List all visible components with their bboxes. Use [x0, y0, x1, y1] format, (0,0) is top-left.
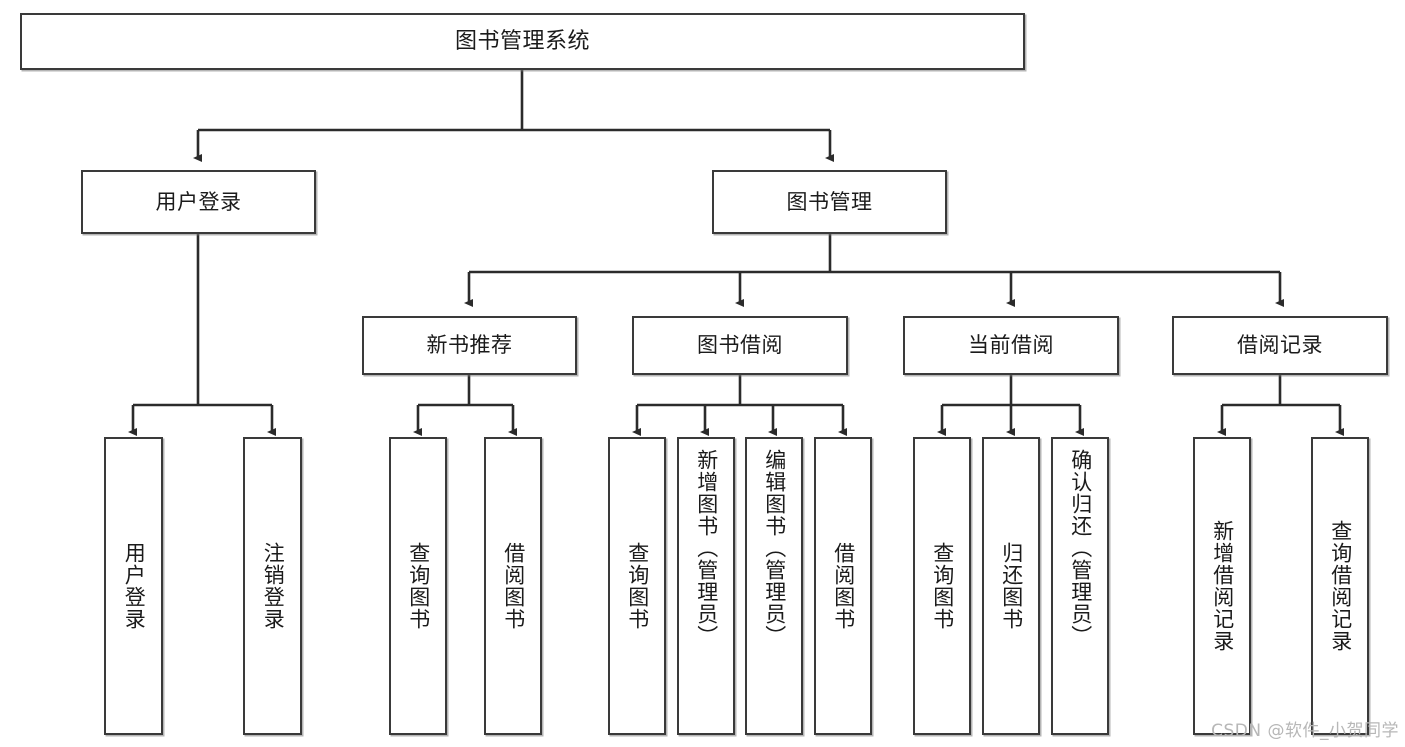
leaf-user-login-logout[interactable]: 注销登录: [243, 437, 302, 735]
leaf-borrow-record-add-record[interactable]: 新增借阅记录: [1193, 437, 1251, 735]
node-label: 用户登录: [122, 542, 147, 630]
leaf-current-borrow-query-book[interactable]: 查询图书: [913, 437, 971, 735]
leaf-book-borrow-borrow-book[interactable]: 借阅图书: [814, 437, 872, 735]
node-label: 当前借阅: [968, 333, 1054, 358]
node-label: 图书管理: [786, 189, 873, 214]
leaf-book-borrow-add-book-admin[interactable]: 新增图书（管理员）: [677, 437, 735, 735]
node-label: 新增借阅记录: [1210, 520, 1235, 652]
watermark-csdn: CSDN @软件_小贺同学: [1211, 721, 1399, 741]
leaf-book-borrow-query-book[interactable]: 查询图书: [608, 437, 666, 735]
node-label: 编辑图书（管理员）: [762, 449, 787, 647]
leaf-book-borrow-edit-book-admin[interactable]: 编辑图书（管理员）: [745, 437, 803, 735]
node-borrow-record[interactable]: 借阅记录: [1172, 316, 1388, 375]
leaf-current-borrow-confirm-return-admin[interactable]: 确认归还（管理员）: [1051, 437, 1109, 735]
node-new-book-recommend[interactable]: 新书推荐: [362, 316, 577, 375]
leaf-current-borrow-return-book[interactable]: 归还图书: [982, 437, 1040, 735]
node-label: 查询图书: [930, 542, 955, 630]
node-label: 注销登录: [261, 542, 286, 630]
node-label: 归还图书: [999, 542, 1024, 630]
leaf-user-login-login[interactable]: 用户登录: [104, 437, 163, 735]
node-label: 图书借阅: [697, 333, 783, 358]
node-label: 借阅图书: [831, 542, 856, 630]
node-label: 新书推荐: [426, 333, 513, 358]
node-label: 确认归还（管理员）: [1068, 449, 1093, 647]
node-book-management[interactable]: 图书管理: [712, 170, 947, 234]
node-current-borrow[interactable]: 当前借阅: [903, 316, 1119, 375]
node-label: 查询图书: [625, 542, 650, 630]
leaf-new-book-query-book[interactable]: 查询图书: [389, 437, 447, 735]
node-user-login[interactable]: 用户登录: [81, 170, 316, 234]
node-book-borrow[interactable]: 图书借阅: [632, 316, 848, 375]
node-label: 新增图书（管理员）: [694, 449, 719, 647]
leaf-new-book-borrow-book[interactable]: 借阅图书: [484, 437, 542, 735]
node-label: 查询图书: [406, 542, 431, 630]
node-label: 图书管理系统: [454, 28, 590, 54]
node-root-book-management-system[interactable]: 图书管理系统: [20, 13, 1025, 70]
node-label: 借阅图书: [501, 542, 526, 630]
leaf-borrow-record-query-record[interactable]: 查询借阅记录: [1311, 437, 1369, 735]
node-label: 查询借阅记录: [1328, 520, 1353, 652]
node-label: 用户登录: [155, 189, 242, 214]
node-label: 借阅记录: [1237, 333, 1323, 358]
